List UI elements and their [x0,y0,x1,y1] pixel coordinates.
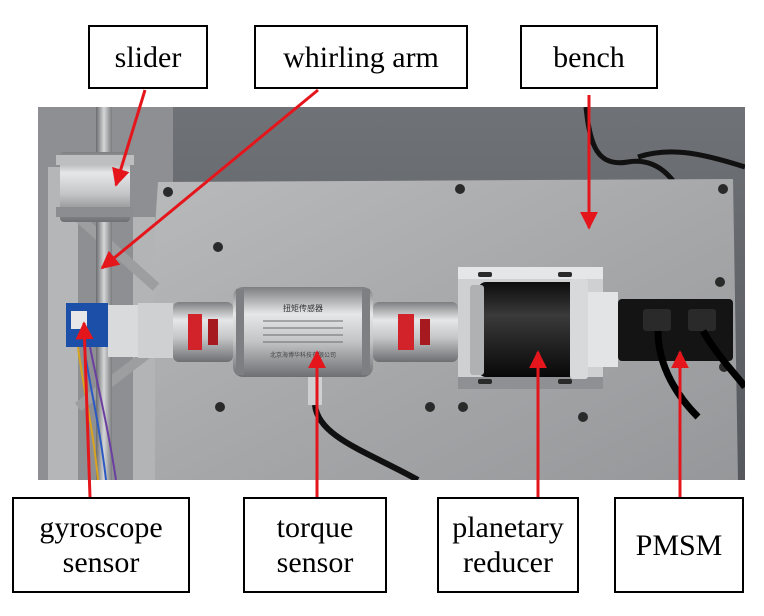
cable-top-2 [637,149,745,170]
torque-connector [308,377,322,405]
label-torque-line1: torque [276,511,354,544]
label-slider: slider [88,25,208,89]
label-torque-line2: sensor [276,546,354,579]
label-bench-text: bench [553,40,625,74]
label-pmsm: PMSM [614,497,744,593]
torque-sensor-plate-manufacturer: 北京海博华科技有限公司 [270,351,336,359]
coupling-right [373,302,458,362]
label-whirling-arm-text: whirling arm [283,40,439,74]
label-gyroscope-sensor: gyroscope sensor [12,497,190,593]
torque-sensor-body [233,287,373,377]
planetary-reducer [478,282,578,377]
coupling-left [173,302,233,362]
label-slider-text: slider [114,40,182,74]
test-bench-photo: 扭矩传感器 北京海博华科技有限公司 [38,107,745,480]
label-planetary-line2: reducer [463,546,553,579]
motor-adapter [588,292,618,367]
label-gyroscope-line1: gyroscope [39,511,163,544]
label-planetary-line1: planetary [452,511,564,544]
label-planetary-reducer: planetary reducer [437,497,579,593]
label-whirling-arm: whirling arm [254,25,468,89]
label-torque-sensor: torque sensor [243,497,387,593]
label-bench: bench [520,25,658,89]
label-pmsm-text: PMSM [635,528,723,562]
torque-sensor-plate-title: 扭矩传感器 [283,303,323,313]
label-gyroscope-line2: sensor [62,546,140,579]
